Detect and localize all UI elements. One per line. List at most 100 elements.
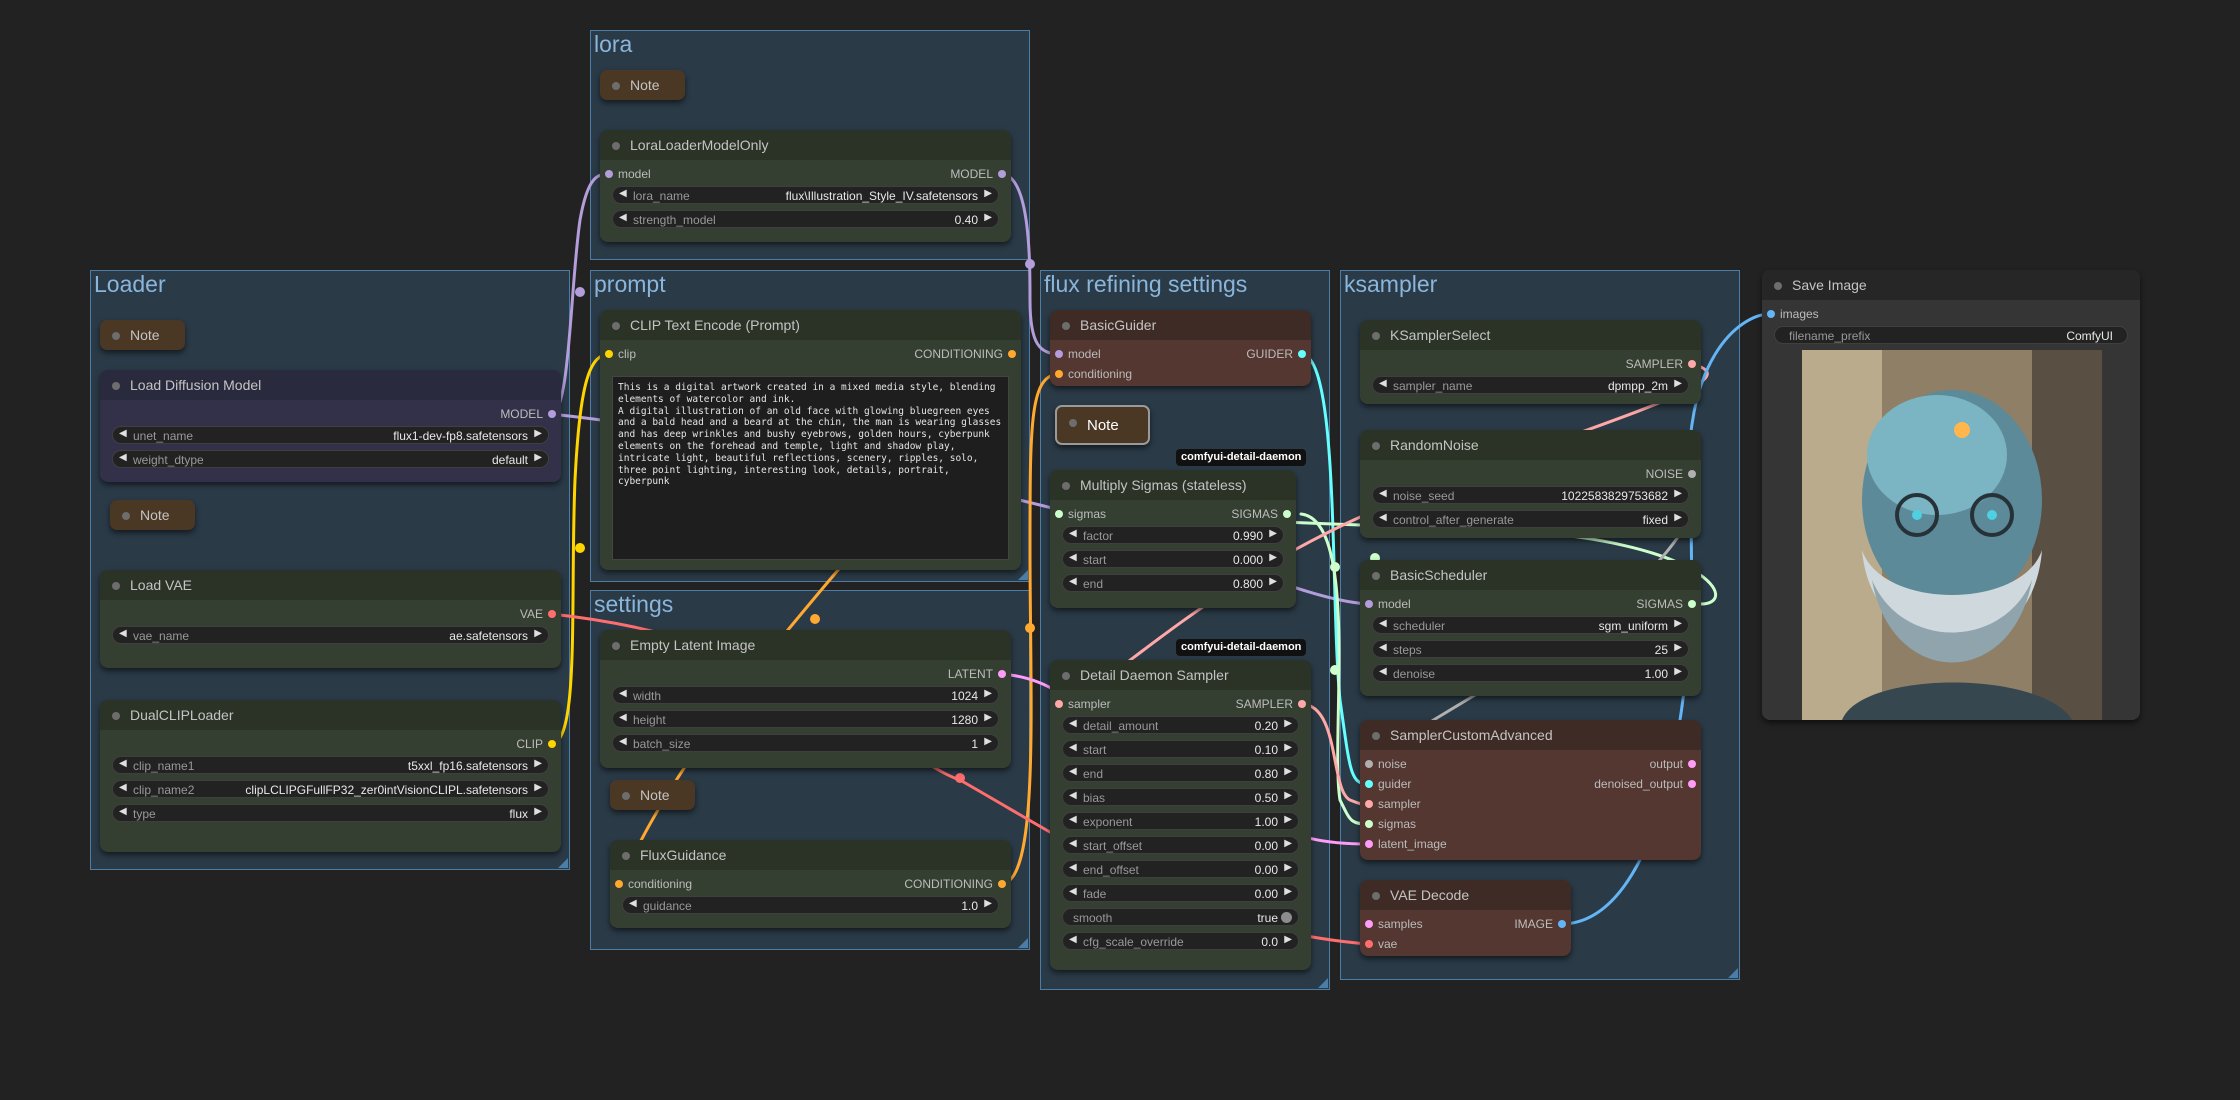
slot-dot[interactable]	[1558, 920, 1566, 928]
collapse-dot[interactable]	[1372, 332, 1380, 340]
slot-dot[interactable]	[1688, 600, 1696, 608]
slot-dot[interactable]	[1688, 360, 1696, 368]
output-noise[interactable]: NOISE	[1646, 467, 1696, 481]
arrow-left-icon[interactable]: ◀	[1069, 766, 1077, 777]
output-output[interactable]: output	[1650, 757, 1696, 771]
output-conditioning[interactable]: CONDITIONING	[904, 877, 1006, 891]
arrow-right-icon[interactable]: ▶	[1674, 642, 1682, 653]
input-sampler[interactable]: sampler	[1365, 797, 1421, 811]
collapse-dot[interactable]	[112, 332, 120, 340]
arrow-left-icon[interactable]: ◀	[1069, 528, 1077, 539]
arrow-left-icon[interactable]: ◀	[119, 452, 127, 463]
arrow-right-icon[interactable]: ▶	[1269, 552, 1277, 563]
arrow-left-icon[interactable]: ◀	[1069, 718, 1077, 729]
arrow-right-icon[interactable]: ▶	[984, 188, 992, 199]
output-conditioning[interactable]: CONDITIONING	[914, 347, 1016, 361]
note-node[interactable]: Note	[110, 500, 195, 530]
collapse-dot[interactable]	[612, 82, 620, 90]
note-node[interactable]: Note	[610, 780, 695, 810]
input-sigmas[interactable]: sigmas	[1055, 507, 1106, 521]
collapse-dot[interactable]	[112, 582, 120, 590]
slot-dot[interactable]	[998, 670, 1006, 678]
collapse-dot[interactable]	[612, 142, 620, 150]
collapse-dot[interactable]	[112, 712, 120, 720]
arrow-right-icon[interactable]: ▶	[1674, 378, 1682, 389]
arrow-right-icon[interactable]: ▶	[1284, 766, 1292, 777]
collapse-dot[interactable]	[1372, 572, 1380, 580]
prompt-textarea[interactable]: This is a digital artwork created in a m…	[612, 376, 1009, 560]
slot-dot[interactable]	[548, 610, 556, 618]
note-node[interactable]: Note	[1055, 405, 1150, 445]
slot-dot[interactable]	[1688, 470, 1696, 478]
slot-dot[interactable]	[1767, 310, 1775, 318]
arrow-right-icon[interactable]: ▶	[1284, 862, 1292, 873]
arrow-left-icon[interactable]: ◀	[119, 758, 127, 769]
input-sigmas[interactable]: sigmas	[1365, 817, 1416, 831]
arrow-right-icon[interactable]: ▶	[534, 782, 542, 793]
arrow-left-icon[interactable]: ◀	[1379, 666, 1387, 677]
arrow-right-icon[interactable]: ▶	[984, 736, 992, 747]
output-vae[interactable]: VAE	[520, 607, 556, 621]
output-model[interactable]: MODEL	[500, 407, 556, 421]
slot-dot[interactable]	[998, 880, 1006, 888]
arrow-left-icon[interactable]: ◀	[119, 782, 127, 793]
arrow-left-icon[interactable]: ◀	[619, 688, 627, 699]
collapse-dot[interactable]	[1372, 732, 1380, 740]
slot-dot[interactable]	[1688, 780, 1696, 788]
input-images[interactable]: images	[1767, 307, 1819, 321]
slot-dot[interactable]	[1365, 760, 1373, 768]
vae-decode-node[interactable]: VAE Decode samples IMAGE vae	[1360, 880, 1571, 956]
resize-handle[interactable]	[1728, 968, 1738, 978]
input-clip[interactable]: clip	[605, 347, 636, 361]
output-denoised[interactable]: denoised_output	[1594, 777, 1696, 791]
arrow-left-icon[interactable]: ◀	[1069, 576, 1077, 587]
slot-dot[interactable]	[1055, 510, 1063, 518]
slot-dot[interactable]	[1055, 700, 1063, 708]
arrow-right-icon[interactable]: ▶	[1284, 814, 1292, 825]
input-noise[interactable]: noise	[1365, 757, 1407, 771]
output-clip[interactable]: CLIP	[516, 737, 556, 751]
slot-dot[interactable]	[548, 410, 556, 418]
arrow-right-icon[interactable]: ▶	[534, 758, 542, 769]
input-sampler[interactable]: sampler	[1055, 697, 1111, 711]
flux-guidance-node[interactable]: FluxGuidance conditioning CONDITIONING ◀…	[610, 840, 1011, 928]
input-samples[interactable]: samples	[1365, 917, 1423, 931]
arrow-left-icon[interactable]: ◀	[1069, 552, 1077, 563]
note-node[interactable]: Note	[600, 70, 685, 100]
arrow-left-icon[interactable]: ◀	[119, 628, 127, 639]
slot-dot[interactable]	[1283, 510, 1291, 518]
arrow-right-icon[interactable]: ▶	[984, 712, 992, 723]
slot-dot[interactable]	[1365, 600, 1373, 608]
arrow-left-icon[interactable]: ◀	[1069, 886, 1077, 897]
collapse-dot[interactable]	[622, 792, 630, 800]
arrow-left-icon[interactable]: ◀	[1069, 934, 1077, 945]
collapse-dot[interactable]	[112, 382, 120, 390]
arrow-left-icon[interactable]: ◀	[1069, 790, 1077, 801]
arrow-left-icon[interactable]: ◀	[619, 188, 627, 199]
arrow-right-icon[interactable]: ▶	[1284, 742, 1292, 753]
resize-handle[interactable]	[1018, 938, 1028, 948]
slot-dot[interactable]	[1365, 940, 1373, 948]
output-sigmas[interactable]: SIGMAS	[1636, 597, 1696, 611]
slot-dot[interactable]	[1298, 350, 1306, 358]
